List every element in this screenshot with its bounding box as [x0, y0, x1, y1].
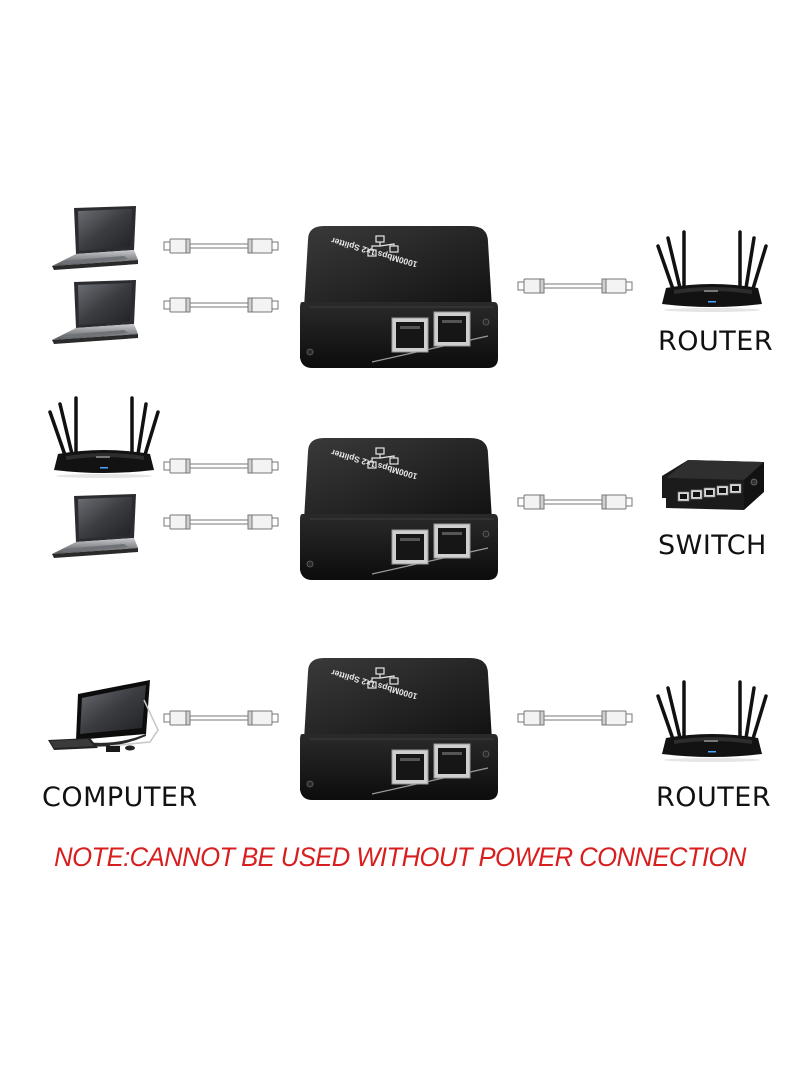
- laptop-icon: [52, 206, 138, 270]
- router-label: ROUTER: [658, 326, 774, 357]
- ethernet-cable-icon: [517, 278, 633, 294]
- ethernet-cable-icon: [163, 297, 279, 313]
- ethernet-cable-icon: [163, 514, 279, 530]
- switch-icon: [661, 459, 765, 511]
- ethernet-cable-icon: [517, 710, 633, 726]
- switch-label: SWITCH: [658, 530, 767, 561]
- router-label: ROUTER: [656, 782, 772, 813]
- computer-label: COMPUTER: [42, 782, 198, 813]
- router-icon: [48, 396, 160, 480]
- router-icon: [656, 230, 768, 314]
- scenario-2: 1000Mbps 1x2 Splitter SWITCH: [0, 390, 800, 590]
- splitter-device: 1000Mbps 1x2 Splitter: [299, 437, 499, 581]
- router-icon: [656, 680, 768, 764]
- scenario-3: COMPUTER 1000Mbps 1x2 Splitter ROUTER: [0, 640, 800, 830]
- splitter-device: 1000Mbps 1x2 Splitter: [299, 225, 499, 369]
- laptop-icon: [52, 494, 138, 558]
- splitter-device: 1000Mbps 1x2 Splitter: [299, 657, 499, 801]
- ethernet-cable-icon: [163, 710, 279, 726]
- laptop-icon: [52, 280, 138, 344]
- ethernet-cable-icon: [517, 494, 633, 510]
- ethernet-cable-icon: [163, 238, 279, 254]
- scenario-1: 1000Mbps 1x2 Splitter ROUTER: [0, 190, 800, 370]
- computer-icon: [47, 679, 159, 753]
- power-warning-note: NOTE:CANNOT BE USED WITHOUT POWER CONNEC…: [54, 842, 746, 872]
- ethernet-cable-icon: [163, 458, 279, 474]
